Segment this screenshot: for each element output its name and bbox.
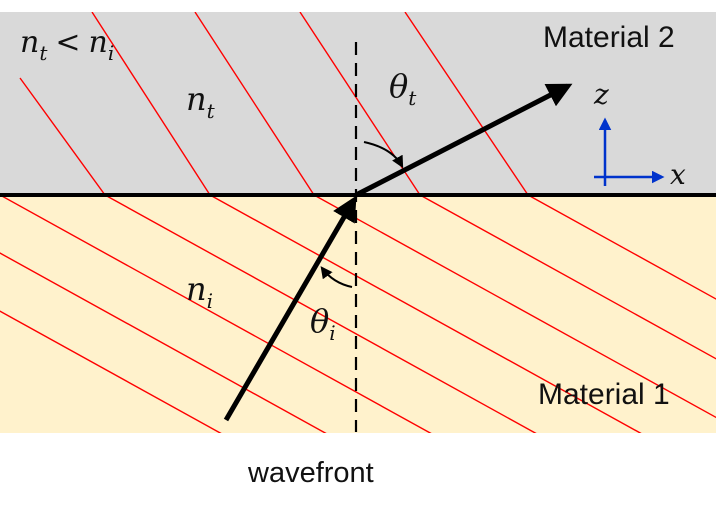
index-top-label: nt [186, 80, 216, 123]
wavefront-line [0, 252, 327, 433]
z-axis-label: z [593, 78, 609, 111]
wavefront-line [404, 12, 529, 195]
wavefront-line [209, 195, 642, 433]
wavefront-line [194, 12, 315, 195]
material-2-label: Material 2 [543, 21, 675, 54]
wavefronts-material-1 [0, 195, 716, 433]
index-condition-label: nt<ni [20, 25, 114, 65]
coordinate-axes [594, 117, 665, 186]
angle-transmitted-label: θt [389, 67, 417, 110]
material-2-region [0, 12, 716, 195]
x-axis-label: x [670, 158, 686, 191]
angle-arc-transmitted [363, 141, 404, 169]
wavefront-line [104, 195, 537, 433]
wavefront-line [19, 77, 106, 195]
wavefront-line [313, 195, 716, 419]
wavefront-line [0, 195, 432, 433]
wavefront-line [0, 310, 222, 433]
wavefront-line [91, 12, 211, 195]
wavefront-caption: wavefront [247, 457, 374, 489]
wavefront-line [527, 195, 716, 300]
wavefront-line [419, 195, 716, 360]
angle-arc-incident [320, 266, 353, 288]
index-bottom-label: ni [186, 270, 213, 313]
transmitted-ray [354, 83, 573, 198]
angle-incident-label: θi [310, 302, 336, 345]
incident-ray [223, 195, 357, 422]
material-1-label: Material 1 [538, 378, 670, 411]
